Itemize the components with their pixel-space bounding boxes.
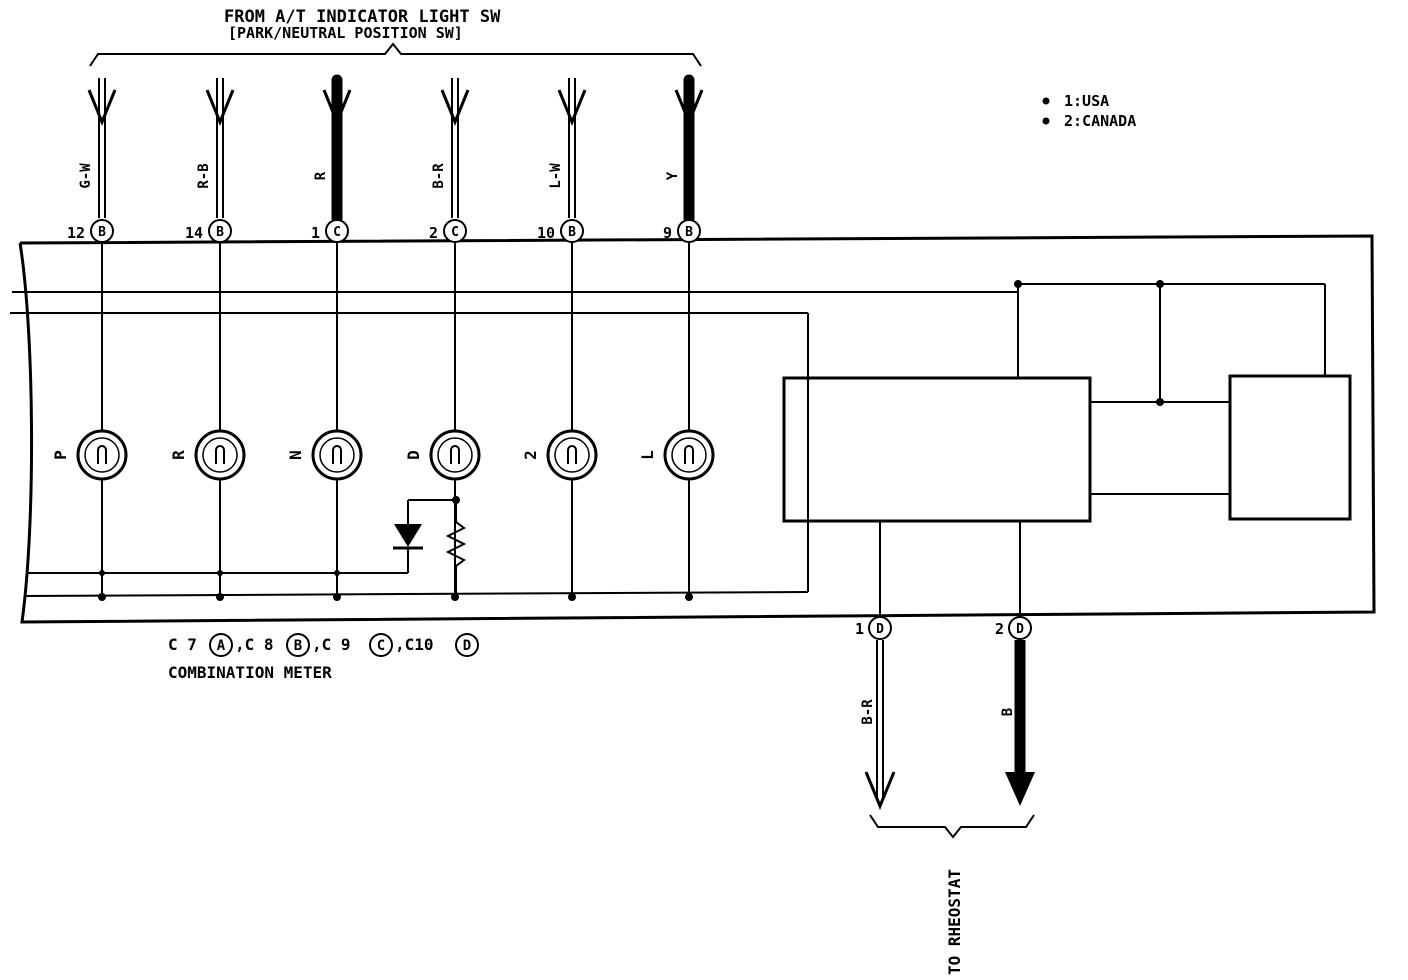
connector-letter: D xyxy=(876,622,884,637)
connector-badge-a xyxy=(209,633,233,657)
rheostat-label: TO RHEOSTAT xyxy=(945,869,964,975)
ground-bus xyxy=(23,591,809,597)
junction-dot xyxy=(1156,280,1164,288)
arrow-down-icon xyxy=(205,89,235,126)
legend-canada-bullet xyxy=(1042,117,1050,125)
lamp-label: P xyxy=(51,450,70,460)
indicator-lamp-icon xyxy=(663,429,715,481)
auxiliary-unit-box xyxy=(1228,374,1352,521)
junction-dot xyxy=(1014,280,1022,288)
header-line1: FROM A/T INDICATOR LIGHT SW xyxy=(224,7,501,27)
diode-resistor-circuit xyxy=(393,496,467,596)
arrow-down-icon xyxy=(864,771,896,810)
header-brace xyxy=(89,42,702,67)
connector-letter-d: D xyxy=(463,638,471,654)
lamp-label: N xyxy=(286,450,305,460)
indicator-lamp-icon xyxy=(429,429,481,481)
connector-badge xyxy=(1008,616,1032,640)
pin-number: 1 xyxy=(855,620,864,638)
arrow-down-icon xyxy=(557,89,587,126)
wire-color-label: B xyxy=(1000,708,1016,716)
wire-color-label: L-W xyxy=(548,163,564,189)
junction-dot xyxy=(685,593,693,601)
wire-color-label: B-R xyxy=(431,163,447,189)
connector-prefix-4: ,C10 xyxy=(395,635,434,654)
junction-dot xyxy=(568,593,576,601)
top-wire-5: L-W 10 B 2 xyxy=(521,78,598,601)
arrow-down-icon xyxy=(1005,772,1035,806)
connector-legend: C 7 A ,C 8 B ,C 9 C ,C10 D xyxy=(168,633,479,657)
resistor-icon xyxy=(445,500,467,596)
arrow-down-icon xyxy=(674,89,704,126)
header-line2: [PARK/NEUTRAL POSITION SW] xyxy=(228,24,463,42)
control-unit-box xyxy=(782,376,1092,523)
legend-canada: 2:CANADA xyxy=(1064,112,1136,130)
indicator-lamp-icon xyxy=(546,429,598,481)
pin-number: 2 xyxy=(429,224,438,242)
pin-number: 1 xyxy=(311,224,320,242)
connector-prefix-1: C 7 xyxy=(168,635,197,654)
connector-prefix-3: ,C 9 xyxy=(312,635,351,654)
lamp-label: D xyxy=(404,450,423,460)
lamp-label: R xyxy=(169,450,188,460)
pin-number: 14 xyxy=(185,224,203,242)
indicator-lamp-icon xyxy=(311,429,363,481)
connector-letter: C xyxy=(451,225,459,240)
pin-number: 12 xyxy=(67,224,85,242)
junction-dot xyxy=(217,570,223,576)
wire-color-label: Y xyxy=(665,171,681,180)
top-wire-2: R-B 14 B R xyxy=(169,78,246,601)
pin-number: 9 xyxy=(663,224,672,242)
lamp-label: L xyxy=(638,450,657,460)
connector-badge-d xyxy=(455,633,479,657)
connector-letter: C xyxy=(333,225,341,240)
connector-letter: B xyxy=(98,225,106,240)
junction-dot xyxy=(451,593,459,601)
connector-letter: D xyxy=(1016,622,1024,637)
junction-dot xyxy=(98,593,106,601)
meter-label: COMBINATION METER xyxy=(168,663,332,682)
pin-number: 10 xyxy=(537,224,555,242)
indicator-lamp-icon xyxy=(76,429,128,481)
junction-dot xyxy=(99,570,105,576)
connector-badge-b xyxy=(286,633,310,657)
legend-usa: 1:USA xyxy=(1064,92,1109,110)
junction-dot xyxy=(333,593,341,601)
connector-letter: B xyxy=(685,225,693,240)
rheostat-brace xyxy=(869,814,1035,839)
arrow-down-icon xyxy=(440,89,470,126)
connector-badge-c xyxy=(369,633,393,657)
pin-number: 2 xyxy=(995,620,1004,638)
wire-color-label: G-W xyxy=(78,163,94,189)
connector-prefix-2: ,C 8 xyxy=(235,635,274,654)
arrow-down-icon xyxy=(87,89,117,126)
junction-dot xyxy=(216,593,224,601)
wire-color-label: R-B xyxy=(196,163,212,188)
wire-color-label: B-R xyxy=(860,699,876,725)
connector-letter-a: A xyxy=(217,638,226,654)
connector-letter-c: C xyxy=(377,638,385,654)
diode-icon xyxy=(394,524,422,547)
connector-letter: B xyxy=(568,225,576,240)
indicator-lamp-icon xyxy=(194,429,246,481)
meter-outline xyxy=(18,234,1376,624)
wire-color-label: R xyxy=(313,171,329,180)
connector-letter-b: B xyxy=(294,638,302,654)
top-wire-1: G-W 12 B P xyxy=(51,78,128,601)
arrow-down-icon xyxy=(322,89,352,126)
lamp-label: 2 xyxy=(521,450,540,460)
connector-letter: B xyxy=(216,225,224,240)
connector-badge xyxy=(868,616,892,640)
legend-usa-bullet xyxy=(1042,97,1050,105)
junction-dot xyxy=(334,570,340,576)
junction-dot xyxy=(1156,398,1164,406)
